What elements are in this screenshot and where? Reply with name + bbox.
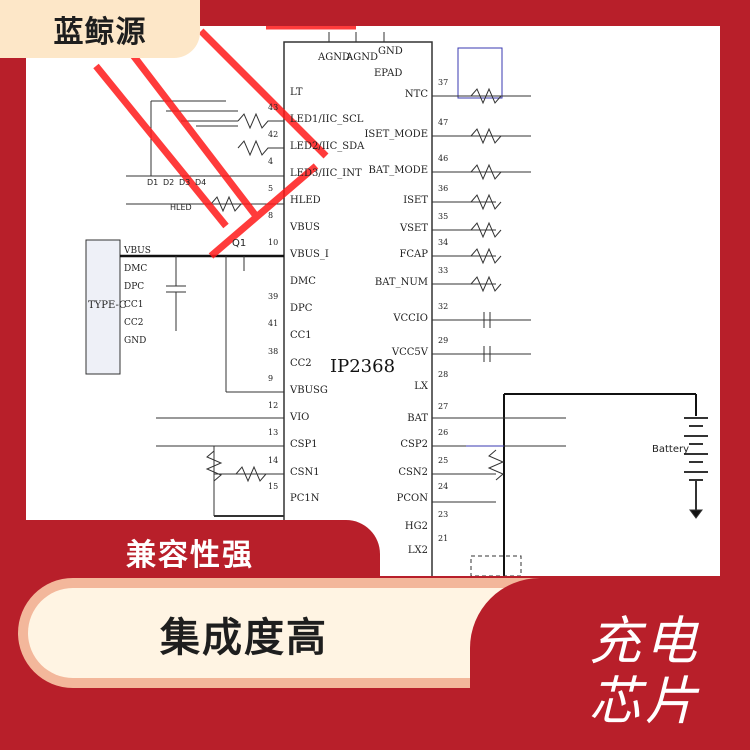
typec-pin-label: GND	[124, 336, 147, 346]
left-pin-name: LT	[290, 87, 303, 98]
typec-pin-label: DMC	[124, 264, 148, 274]
typec-pin-label: VBUS	[124, 246, 151, 256]
left-pin-num: 9	[268, 374, 274, 383]
right-pin-name: VCCIO	[393, 313, 428, 324]
hled-label: HLED	[170, 203, 192, 212]
typec-pin-label: CC2	[124, 318, 144, 328]
led-label: D2	[163, 178, 175, 187]
left-pin-num: 15	[268, 482, 279, 491]
left-pin-num: 5	[268, 184, 274, 193]
left-pin-num: 38	[268, 347, 279, 356]
right-pin-name: PCON	[396, 493, 428, 504]
right-pin-name: CSN2	[398, 467, 428, 478]
left-pin-name: LED1/IIC_SCL	[290, 114, 364, 125]
right-pin-name: BAT_MODE	[368, 165, 428, 176]
feature-compat-text: 兼容性强	[126, 538, 254, 573]
schematic-panel	[26, 26, 720, 576]
feature-band-compat: 兼容性强	[0, 520, 380, 584]
brand-badge: 蓝鲸源	[0, 0, 200, 58]
left-pin-num: 39	[268, 292, 279, 301]
typec-title: TYPE-C	[88, 300, 127, 311]
q1-label: Q1	[232, 238, 247, 249]
left-pin-name: VBUS_I	[290, 249, 329, 260]
right-pin-name: NTC	[404, 89, 428, 100]
right-pin-name: CSP2	[400, 439, 428, 450]
left-pin-num: 12	[268, 401, 279, 410]
right-pin-num: 35	[438, 212, 449, 221]
right-pin-num: 32	[438, 302, 449, 311]
right-pin-num: 26	[438, 428, 449, 437]
brand-name: 蓝鲸源	[53, 15, 147, 50]
left-pin-name: VIO	[290, 412, 310, 423]
schematic-svg	[85, 26, 708, 576]
right-pin-num: 27	[438, 402, 449, 411]
right-pin-name: LX	[414, 381, 428, 392]
battery-label: Battery	[652, 444, 690, 455]
left-pin-name: LED3/IIC_INT	[290, 168, 362, 179]
left-pin-num: 42	[268, 130, 279, 139]
right-pin-num: 37	[438, 78, 449, 87]
led-label: D1	[147, 178, 159, 187]
left-pin-num: 8	[268, 211, 274, 220]
right-pin-num: 24	[438, 482, 449, 491]
right-pin-name: BAT	[407, 413, 428, 424]
right-pin-name: VCC5V	[391, 347, 428, 358]
right-pin-name: HG2	[404, 521, 428, 532]
typec-pin-label: CC1	[124, 300, 144, 310]
top-pin-agnd-2: AGND	[346, 52, 378, 63]
left-pin-name: CC1	[290, 330, 312, 341]
led-label: D4	[195, 178, 207, 187]
left-pin-name: LED2/IIC_SDA	[290, 141, 365, 152]
right-pin-num: 21	[438, 534, 449, 543]
left-pin-num: 10	[268, 238, 279, 247]
right-pin-num: 34	[438, 238, 449, 247]
left-pin-name: VBUSG	[290, 385, 328, 396]
right-pin-name: ISET	[403, 195, 428, 206]
right-pin-num: 23	[438, 510, 449, 519]
product-title-line1: 充电	[588, 612, 701, 672]
product-title-line2: 芯片	[588, 672, 701, 732]
led-label: D3	[179, 178, 191, 187]
left-pin-num: 4	[268, 157, 274, 166]
left-pin-name: DMC	[290, 276, 316, 287]
right-pin-name: FCAP	[399, 249, 428, 260]
right-pin-name: ISET_MODE	[364, 129, 428, 140]
product-title: 充电 芯片	[560, 612, 730, 732]
right-pin-name: VSET	[399, 223, 428, 234]
left-pin-name: CC2	[290, 358, 312, 369]
left-pin-name: PC1N	[290, 493, 320, 504]
typec-pin-label: DPC	[124, 282, 145, 292]
left-pin-name: VBUS	[290, 222, 320, 233]
left-pin-num: 43	[268, 103, 279, 112]
right-pin-num: 36	[438, 184, 449, 193]
top-pin-gnd: GND	[378, 46, 403, 57]
typec-connector	[85, 239, 121, 375]
left-pin-name: DPC	[290, 303, 313, 314]
feature-integration-text: 集成度高	[160, 615, 328, 661]
product-corner	[470, 578, 750, 750]
left-pin-num: 41	[268, 319, 279, 328]
right-pin-name: BAT_NUM	[374, 277, 428, 288]
left-pin-num: 14	[268, 456, 279, 465]
top-pin-agnd-1: AGND	[318, 52, 350, 63]
right-pin-name: LX2	[407, 545, 428, 556]
chip-body	[283, 41, 433, 576]
left-pin-name: CSP1	[290, 439, 318, 450]
left-pin-name: HLED	[290, 195, 321, 206]
right-resistor-ladder	[432, 127, 531, 293]
right-pin-num: 46	[438, 154, 449, 163]
right-pin-num: 25	[438, 456, 449, 465]
right-pin-num: 47	[438, 118, 449, 127]
chip-label: IP2368	[330, 356, 396, 377]
battery-symbol	[684, 417, 708, 519]
top-pin-epad: EPAD	[374, 68, 403, 79]
left-pin-name: CSN1	[290, 467, 320, 478]
right-pin-num: 28	[438, 370, 449, 379]
right-pin-num: 33	[438, 266, 449, 275]
right-pin-num: 29	[438, 336, 449, 345]
left-pin-num: 13	[268, 428, 279, 437]
watermark-lines	[93, 26, 356, 259]
